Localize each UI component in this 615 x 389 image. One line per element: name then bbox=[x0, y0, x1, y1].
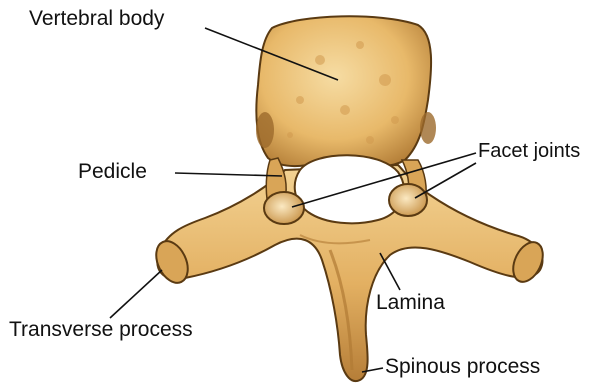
left-facet-joint bbox=[264, 192, 304, 224]
right-body-notch bbox=[420, 112, 436, 144]
label-lamina: Lamina bbox=[376, 292, 445, 313]
right-facet-joint bbox=[389, 184, 427, 216]
leader-pedicle bbox=[175, 173, 282, 176]
label-transverse-process: Transverse process bbox=[9, 319, 193, 340]
leader-transverse bbox=[110, 270, 162, 318]
label-pedicle: Pedicle bbox=[78, 161, 147, 182]
leader-lamina bbox=[380, 253, 400, 290]
left-body-notch bbox=[256, 112, 274, 148]
label-vertebral-body: Vertebral body bbox=[29, 8, 164, 29]
vertebral-body-shape bbox=[256, 16, 431, 166]
vertebral-foramen bbox=[295, 155, 404, 223]
label-facet-joints: Facet joints bbox=[478, 141, 580, 161]
label-spinous-process: Spinous process bbox=[385, 356, 540, 377]
